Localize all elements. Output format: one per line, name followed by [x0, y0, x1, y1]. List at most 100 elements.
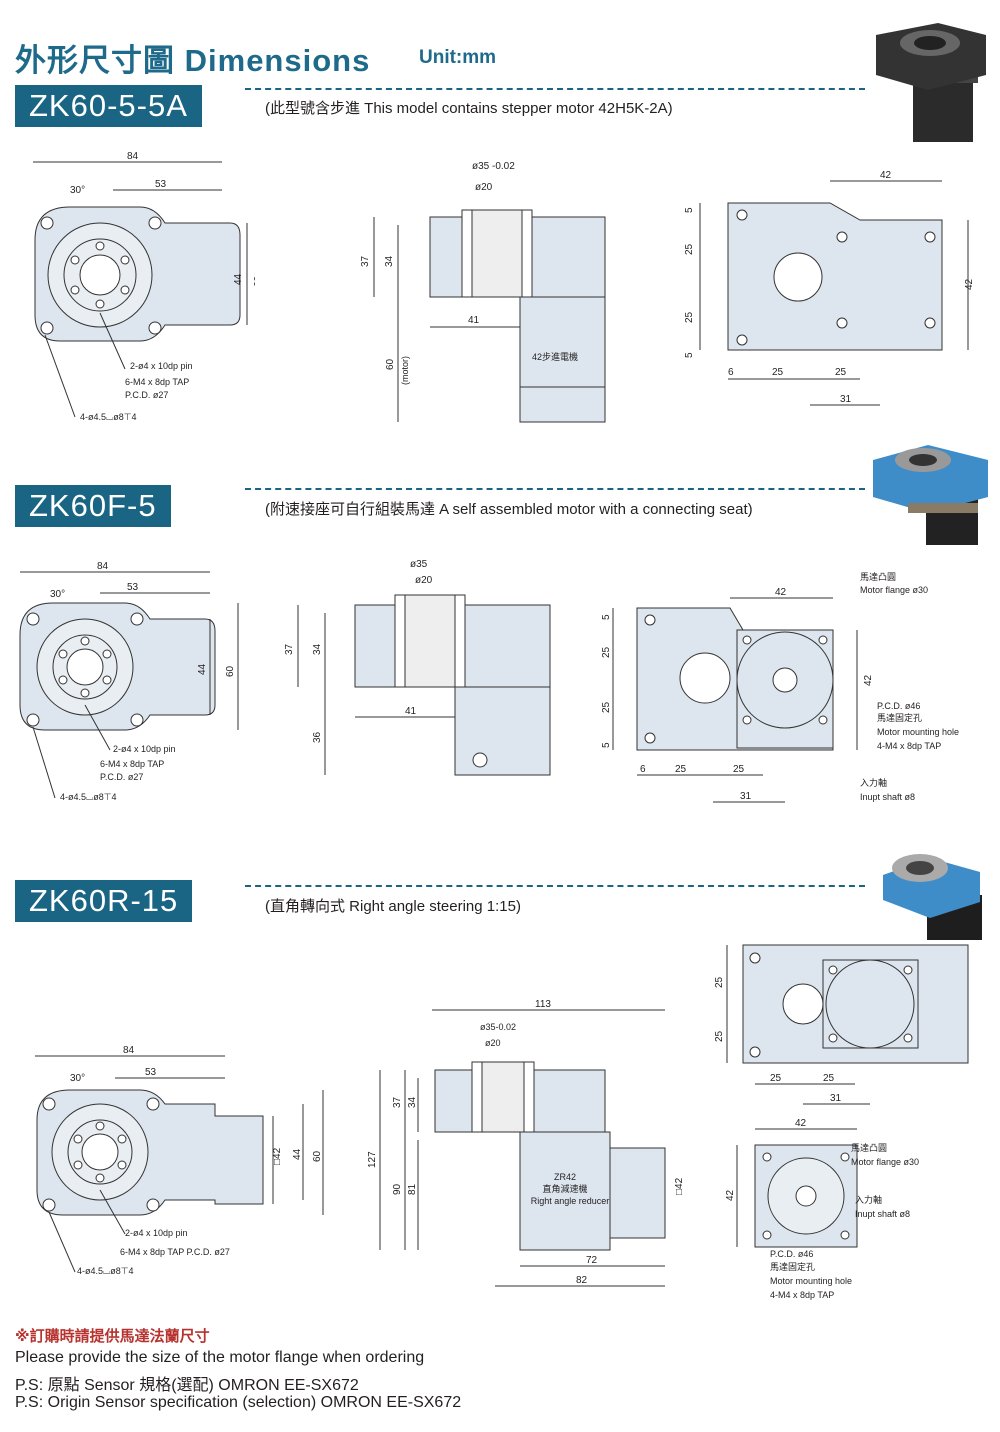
dim-h: 42 — [725, 1189, 736, 1201]
dim-d2: ø20 — [475, 182, 493, 193]
dim-h-c: 25 — [684, 311, 695, 323]
dim-h-b: 25 — [714, 1030, 725, 1042]
dim-h1: 37 — [284, 643, 295, 655]
section-divider — [245, 488, 865, 490]
side-view-zk60f-5: ø35 ø20 37 34 41 36 — [284, 559, 551, 776]
dim-h-total: 127 — [367, 1151, 378, 1168]
dim-top-w: 42 — [775, 587, 787, 598]
dim-h2: 34 — [407, 1096, 418, 1108]
product-photo-zk60f-5 — [873, 445, 988, 545]
page-title: 外形尺寸圖 Dimensions — [15, 35, 370, 80]
dim-d1: ø35 -0.02 — [472, 161, 515, 172]
dim-h1: 44 — [233, 273, 244, 285]
dim-w: 41 — [405, 706, 417, 717]
front-view-zk60f-5: 84 53 30° 44 60 2-ø4 x 10dp pin 6-M4 x 8… — [19, 561, 239, 802]
dim-h1: 44 — [197, 663, 208, 675]
flange-en: Motor flange ø30 — [860, 585, 928, 595]
dim-width2: 53 — [127, 582, 139, 593]
dim-w-b: 25 — [823, 1073, 835, 1084]
page-title-en: Dimensions — [184, 43, 371, 78]
dim-angle: 30° — [70, 185, 85, 196]
flange-cn: 馬達凸圓 — [851, 1142, 887, 1153]
dim-width2: 53 — [145, 1067, 157, 1078]
hole-en: Motor mounting hole — [770, 1276, 852, 1286]
dim-h3: 36 — [312, 731, 323, 743]
dim-h2: 60 — [225, 665, 236, 677]
dim-h1: 44 — [292, 1148, 303, 1160]
shaft-cn: 入力軸 — [860, 777, 887, 788]
ps-sensor-en: P.S: Origin Sensor specification (select… — [15, 1394, 462, 1411]
hole-spec: 4-M4 x 8dp TAP — [877, 741, 941, 751]
dim-h2: 60 — [312, 1150, 323, 1162]
note-pcd: P.C.D. ø27 — [125, 390, 168, 400]
bottom-view-zk60f-5: 42 馬達凸圓 Motor flange ø30 P.C.D. ø46 馬達固定… — [601, 571, 959, 803]
dim-width: 84 — [123, 1045, 135, 1056]
reducer-cn: 直角減速機 — [542, 1183, 587, 1194]
dim-w-c: 25 — [733, 764, 745, 775]
dim-h-a: 25 — [714, 976, 725, 988]
dim-w1: 72 — [586, 1255, 598, 1266]
note-pin: 2-ø4 x 10dp pin — [113, 744, 176, 754]
flange-view-zk60r-15: 42 42 馬達凸圓 Motor flange ø30 入力軸 Inupt sh… — [725, 1118, 919, 1300]
reducer-en: Right angle reducer — [531, 1196, 610, 1206]
section-divider — [245, 885, 865, 887]
model-description: (附速接座可自行組裝馬達 A self assembled motor with… — [265, 501, 753, 518]
model-description: (此型號含步進 This model contains stepper moto… — [265, 100, 673, 117]
note-pin: 2-ø4 x 10dp pin — [130, 361, 193, 371]
dim-width: 84 — [97, 561, 109, 572]
note-pcd: P.C.D. ø27 — [100, 772, 143, 782]
model-label-zk60r-15: ZK60R-15 — [15, 880, 193, 922]
dim-w-a: 25 — [770, 1073, 782, 1084]
flange-en: Motor flange ø30 — [851, 1157, 919, 1167]
dim-h-a: 5 — [684, 207, 695, 213]
dim-h0: □42 — [272, 1147, 283, 1165]
dim-w-total: 31 — [840, 394, 852, 405]
shaft-en: Inupt shaft ø8 — [855, 1209, 910, 1219]
unit-label: Unit:mm — [419, 47, 497, 68]
top-view-zk60r-15: 25 25 25 25 31 — [714, 944, 969, 1105]
dim-w-b: 25 — [772, 367, 784, 378]
dim-h4: 81 — [407, 1183, 418, 1195]
dim-angle: 30° — [70, 1073, 85, 1084]
side-view-zk60-5-5a: ø35 -0.02 ø20 42步進電機 37 34 41 60 (motor) — [360, 161, 606, 423]
motor-label: 42步進電機 — [532, 351, 578, 362]
front-view-zk60r-15: 84 53 30° □42 44 60 2-ø4 x 10dp pin 6-M4… — [35, 1045, 324, 1276]
hole-cn: 馬達固定孔 — [770, 1261, 815, 1272]
bottom-view-zk60-5-5a: 42 5 25 25 5 42 6 25 25 31 — [684, 170, 975, 406]
note-tap: 6-M4 x 8dp TAP — [125, 377, 189, 387]
dim-h-d: 5 — [684, 352, 695, 358]
dim-w-a: 6 — [640, 764, 646, 775]
note-pin: 2-ø4 x 10dp pin — [125, 1228, 188, 1238]
pcd-label: P.C.D. ø46 — [877, 701, 920, 711]
model-label-zk60f-5: ZK60F-5 — [15, 485, 171, 527]
pcd-label: P.C.D. ø46 — [770, 1249, 813, 1259]
dim-h1: 37 — [360, 255, 371, 267]
dim-w2: 82 — [576, 1275, 588, 1286]
note-holes: 4-ø4.5⌴ø8⊤4 — [80, 412, 137, 422]
side-view-zk60r-15: 113 ø35-0.02 ø20 ZR42 直角減速機 Right angle … — [367, 999, 685, 1287]
model-label-zk60-5-5a: ZK60-5-5A — [15, 85, 202, 127]
dim-w-total: 31 — [830, 1093, 842, 1104]
dim-right-h: 42 — [964, 278, 975, 290]
order-note-cn: ※訂購時請提供馬達法蘭尺寸 — [15, 1328, 210, 1345]
dim-motor-h: 60 — [385, 358, 396, 370]
dim-right-h: 42 — [863, 674, 874, 686]
shaft-en: Inupt shaft ø8 — [860, 792, 915, 802]
dim-w: 42 — [795, 1118, 807, 1129]
dim-d1: ø35 — [410, 559, 428, 570]
dim-top-w: 42 — [880, 170, 892, 181]
dim-h3: 90 — [392, 1183, 403, 1195]
dim-h-a: 5 — [601, 614, 612, 620]
dim-h-b: 25 — [684, 243, 695, 255]
dim-w: 41 — [468, 315, 480, 326]
product-photo-zk60-5-5a — [876, 23, 986, 142]
dim-h1: 37 — [392, 1096, 403, 1108]
front-view-zk60-5-5a: 84 53 30° 44 60 2-ø4 x 10dp pin 6-M4 x 8… — [33, 151, 255, 422]
dim-d2: ø20 — [415, 575, 433, 586]
hole-spec: 4-M4 x 8dp TAP — [770, 1290, 834, 1300]
section-divider — [245, 88, 865, 90]
model-description: (直角轉向式 Right angle steering 1:15) — [265, 898, 521, 915]
dim-w-b: 25 — [675, 764, 687, 775]
dim-width: 84 — [127, 151, 139, 162]
dim-h-b: 25 — [601, 646, 612, 658]
